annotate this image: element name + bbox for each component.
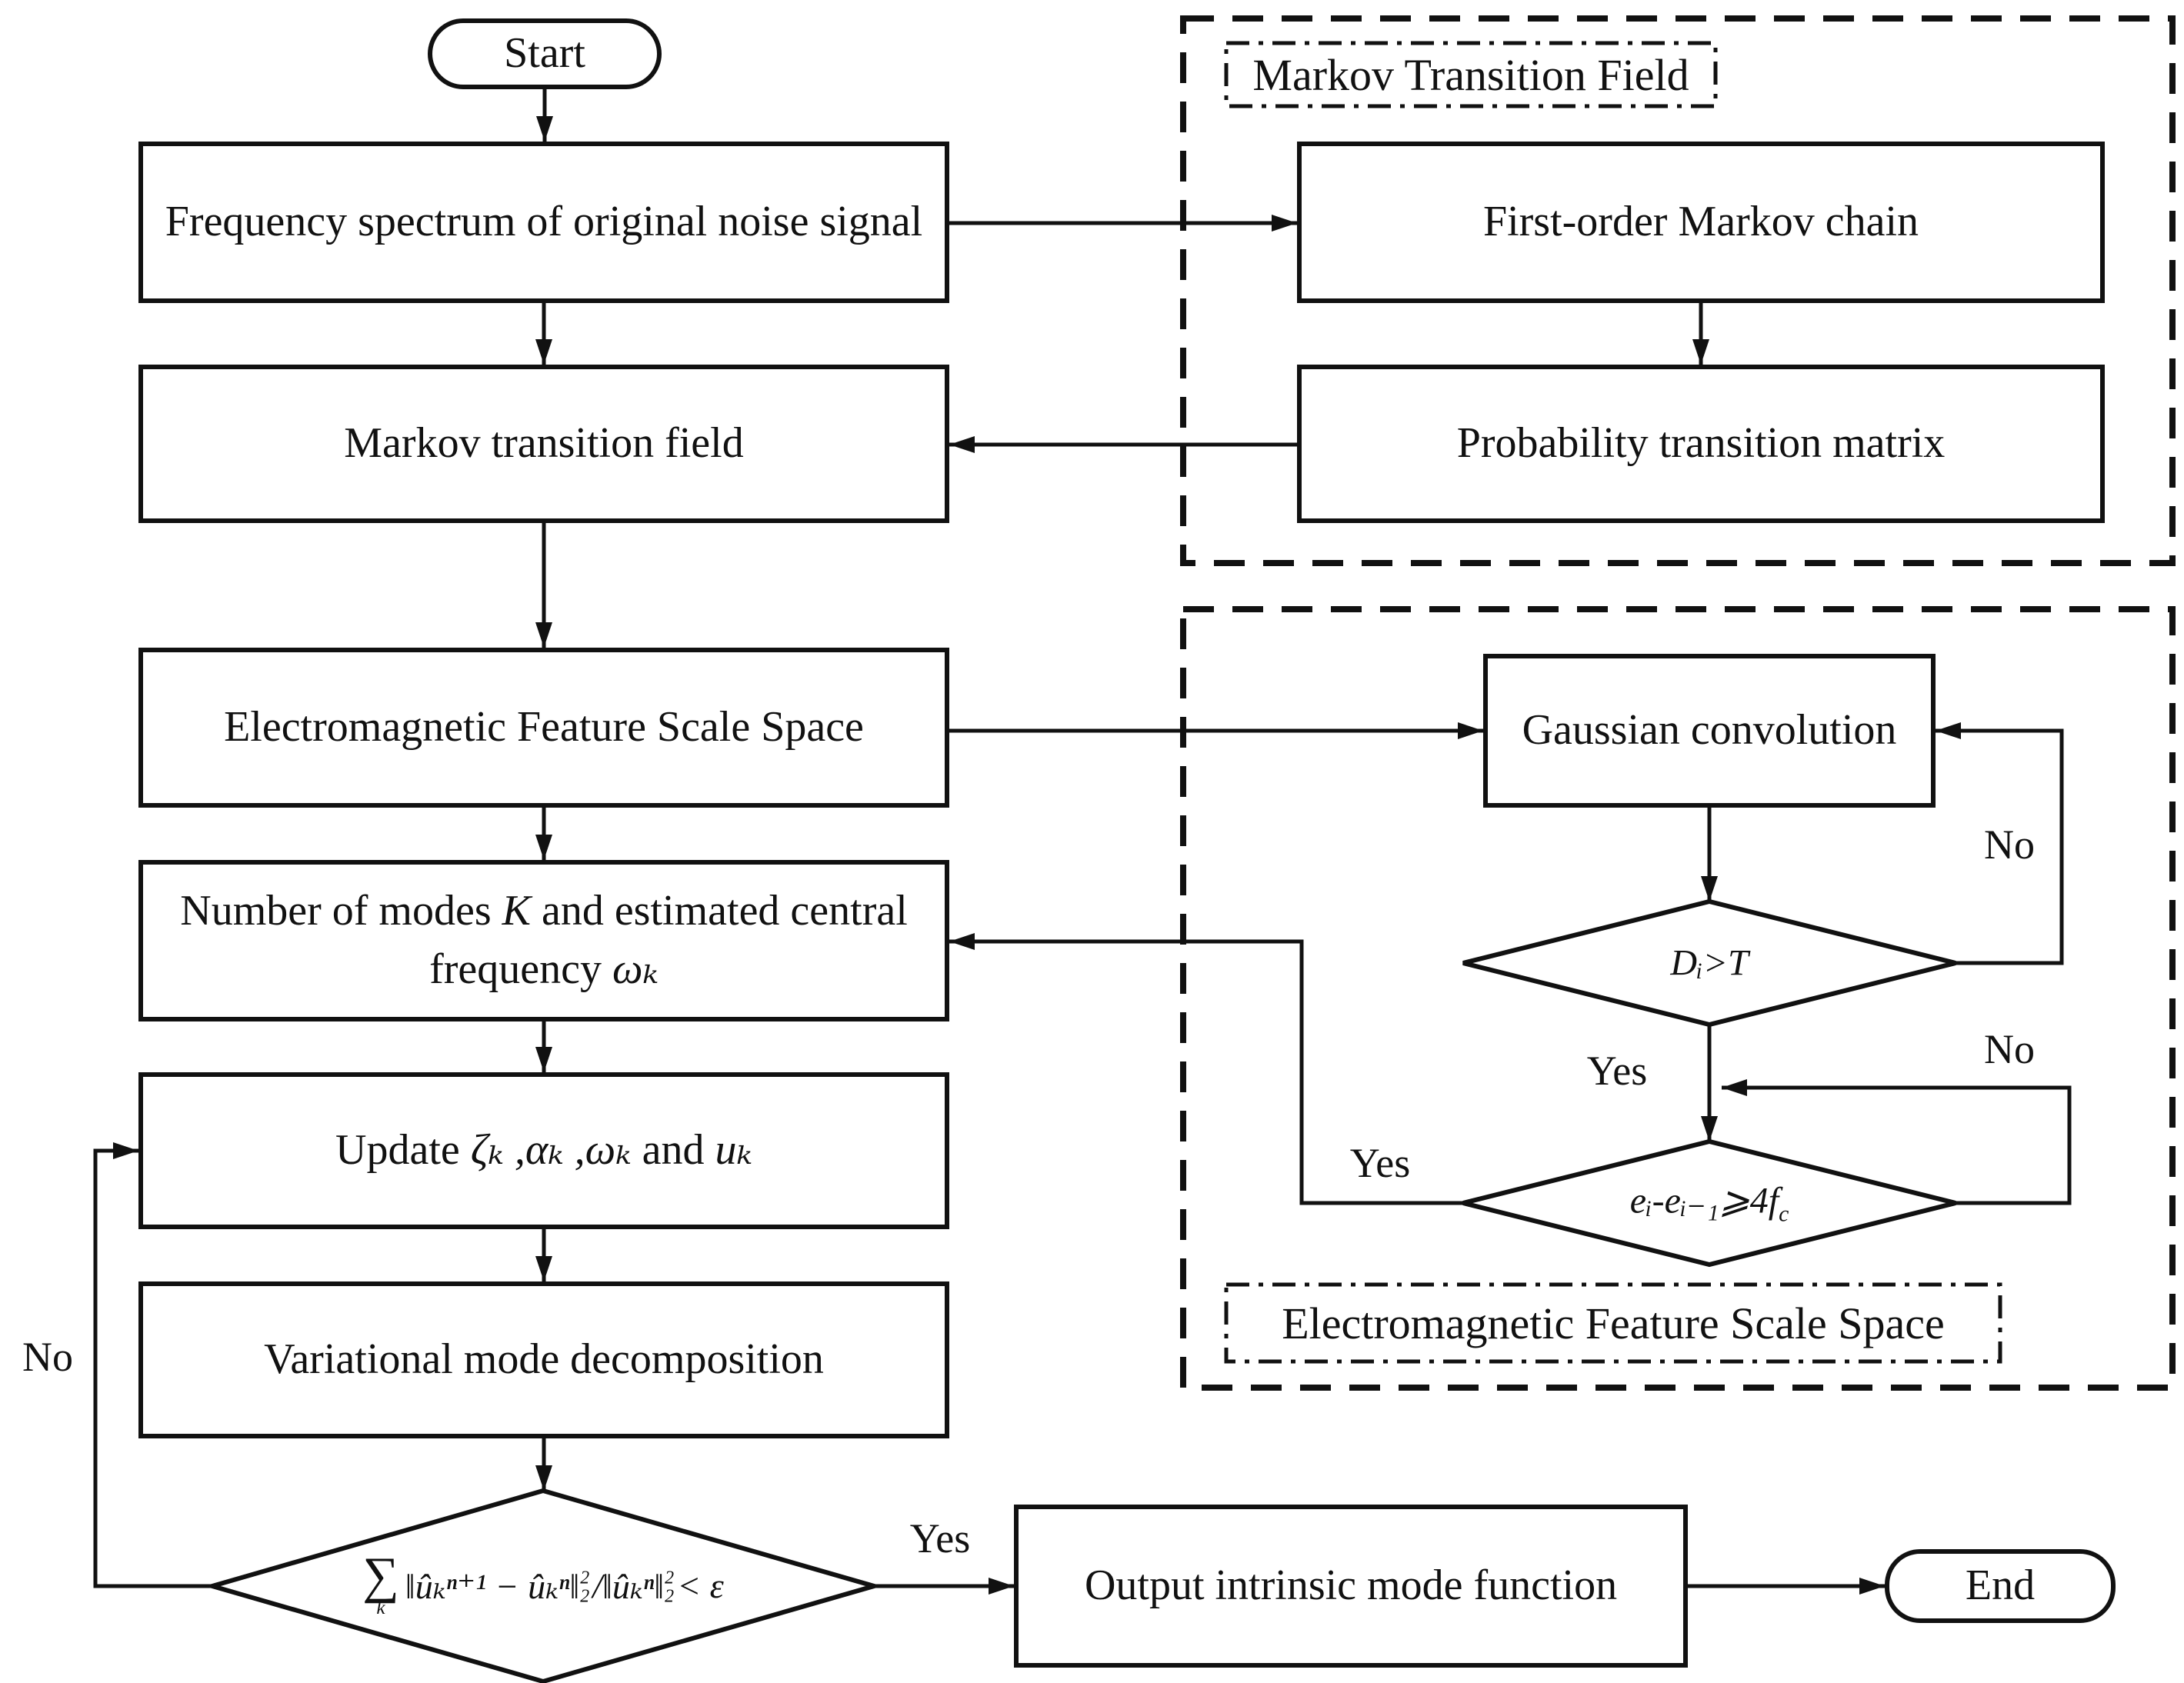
convergence-diamond bbox=[204, 1488, 882, 1683]
modes-label: Number of modes K and estimated central … bbox=[180, 887, 908, 993]
first-order-node: First-order Markov chain bbox=[1297, 142, 2105, 303]
markov-transition-field-container bbox=[1180, 15, 2176, 566]
markov-field-label: Markov transition field bbox=[344, 419, 744, 468]
gaussian-label: Gaussian convolution bbox=[1522, 706, 1897, 755]
output-label: Output intrinsic mode function bbox=[1084, 1561, 1618, 1610]
markov-field-node: Markov transition field bbox=[138, 365, 949, 523]
efss-label-frame bbox=[1224, 1282, 2002, 1364]
d-threshold-text: Dᵢ>T bbox=[1670, 942, 1749, 984]
efss-container bbox=[1180, 606, 2176, 1391]
yes-label-e-condition: Yes bbox=[1349, 1140, 1411, 1186]
norm-exponent: 2 2 bbox=[580, 1568, 590, 1607]
no-label-d-threshold: No bbox=[1984, 822, 2035, 868]
efss-label: Electromagnetic Feature Scale Space bbox=[224, 703, 864, 752]
mtf-container-title: Markov Transition Field bbox=[1252, 49, 1689, 100]
update-node: Update ζₖ ,αₖ ,ωₖ and uₖ bbox=[138, 1072, 949, 1229]
edge-yes-econdition-to-modes bbox=[949, 933, 1463, 1205]
edge-no-loop-econdition bbox=[1722, 1079, 2072, 1205]
update-label: Update ζₖ ,αₖ ,ωₖ and uₖ bbox=[335, 1126, 752, 1175]
yes-label-convergence: Yes bbox=[909, 1515, 971, 1561]
prob-matrix-label: Probability transition matrix bbox=[1456, 419, 1946, 468]
d-threshold-diamond bbox=[1462, 898, 1956, 1028]
markov-transition-field-label-frame bbox=[1224, 41, 1718, 108]
prob-matrix-node: Probability transition matrix bbox=[1297, 365, 2105, 523]
start-label: Start bbox=[504, 29, 585, 78]
no-label-convergence: No bbox=[22, 1334, 73, 1380]
vmd-label: Variational mode decomposition bbox=[264, 1335, 824, 1384]
norm-exponent: 2 2 bbox=[665, 1568, 675, 1607]
end-node: End bbox=[1885, 1549, 2116, 1623]
start-node: Start bbox=[428, 18, 662, 89]
edge-no-convergence-to-update bbox=[93, 1142, 212, 1588]
vmd-node: Variational mode decomposition bbox=[138, 1281, 949, 1438]
efss-node: Electromagnetic Feature Scale Space bbox=[138, 648, 949, 808]
modes-node: Number of modes K and estimated central … bbox=[138, 860, 949, 1021]
efss-container-title: Electromagnetic Feature Scale Space bbox=[1282, 1298, 1945, 1348]
first-order-label: First-order Markov chain bbox=[1482, 198, 1919, 246]
output-node: Output intrinsic mode function bbox=[1014, 1505, 1688, 1668]
e-condition-diamond bbox=[1462, 1138, 1956, 1268]
edge-no-loop-to-gaussian bbox=[1936, 722, 2064, 965]
gaussian-node: Gaussian convolution bbox=[1483, 654, 1936, 808]
e-condition-text: eᵢ-eᵢ₋₁⩾4fc bbox=[1629, 1180, 1789, 1227]
end-label: End bbox=[1965, 1561, 2036, 1610]
convergence-formula: ∑ k ‖ûₖⁿ⁺¹ − ûₖⁿ‖ 2 2 / ‖ûₖⁿ‖ 2 2 < ε bbox=[362, 1548, 724, 1618]
summation-symbol: ∑ k bbox=[362, 1548, 399, 1618]
yes-label-d-threshold: Yes bbox=[1586, 1048, 1648, 1094]
no-label-e-condition: No bbox=[1984, 1026, 2035, 1072]
freq-spectrum-node: Frequency spectrum of original noise sig… bbox=[138, 142, 949, 303]
freq-spectrum-label: Frequency spectrum of original noise sig… bbox=[165, 198, 923, 246]
